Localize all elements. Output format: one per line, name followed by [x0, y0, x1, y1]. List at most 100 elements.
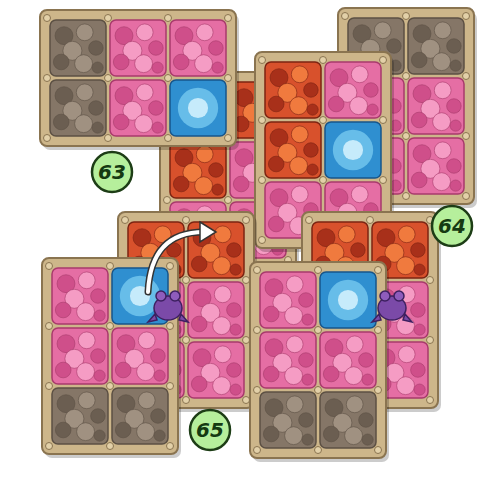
terrain-cell: [260, 272, 316, 328]
pebble: [94, 370, 105, 381]
card-rivet: [320, 117, 327, 124]
pebble: [434, 82, 451, 99]
callout-circle: [92, 152, 132, 192]
pebble: [290, 157, 308, 175]
card-rivet: [375, 387, 382, 394]
pebble: [434, 142, 451, 159]
card-rivet: [44, 135, 51, 142]
pebble: [137, 363, 155, 381]
pebble: [285, 367, 303, 385]
terrain-cell: [265, 62, 321, 118]
card-rivet: [225, 75, 232, 82]
pebble: [447, 39, 462, 54]
pebble: [285, 307, 303, 325]
terrain-cell: [188, 342, 244, 398]
card-rivet: [46, 443, 53, 450]
pebble: [195, 55, 213, 73]
pebble: [450, 120, 461, 131]
pebble: [137, 423, 155, 441]
card-rivet: [183, 337, 190, 344]
pebble: [362, 434, 373, 445]
terrain-cell: [50, 20, 106, 76]
pebble: [263, 426, 279, 442]
pebble: [113, 54, 129, 70]
pebble: [149, 41, 164, 56]
card-frame: [250, 262, 386, 458]
card-rivet: [463, 193, 470, 200]
pebble: [195, 177, 213, 195]
terrain-cell: [110, 20, 166, 76]
pebble: [138, 332, 155, 349]
pebble: [323, 366, 339, 382]
pebble: [299, 293, 314, 308]
pebble: [291, 66, 308, 83]
pebble: [149, 101, 164, 116]
card-shadow: [253, 266, 389, 462]
card-rivet: [315, 387, 322, 394]
pebble: [230, 264, 241, 275]
pebble: [209, 163, 224, 178]
pebble: [346, 336, 363, 353]
terrain-cell: [52, 388, 108, 444]
pebble: [213, 377, 231, 395]
terrain-cell: [320, 392, 376, 448]
frog-leg: [148, 314, 188, 322]
callout-number: 63: [98, 162, 126, 182]
card-rivet: [259, 177, 266, 184]
pebble: [433, 53, 451, 71]
terrain-cell: [320, 332, 376, 388]
water-glow: [338, 290, 358, 310]
card-rivet: [380, 117, 387, 124]
card-rivet: [243, 217, 250, 224]
pebble: [374, 22, 391, 39]
pebble: [362, 374, 373, 385]
frog-eye: [170, 291, 180, 301]
pebble: [291, 186, 308, 203]
card-rivet: [167, 263, 174, 270]
pebble: [136, 24, 153, 41]
pebble: [302, 434, 313, 445]
pebble: [75, 115, 93, 133]
pebble: [94, 310, 105, 321]
pebble: [135, 55, 153, 73]
card-rivet: [105, 15, 112, 22]
pebble: [304, 83, 319, 98]
pebble: [233, 176, 249, 192]
card-rivet: [44, 75, 51, 82]
pebble: [286, 336, 303, 353]
card-rivet: [183, 397, 190, 404]
card-rivet: [254, 387, 261, 394]
card-rivet: [375, 327, 382, 334]
terrain-cell: [320, 272, 376, 328]
terrain-cell: [188, 282, 244, 338]
pebble: [364, 83, 379, 98]
pebble: [414, 264, 425, 275]
card-rivet: [320, 177, 327, 184]
card-rivet: [107, 263, 114, 270]
pebble: [268, 156, 284, 172]
pebble: [268, 216, 284, 232]
card-rivet: [463, 13, 470, 20]
pebble: [411, 303, 426, 318]
pebble: [77, 363, 95, 381]
terrain-cell: [325, 62, 381, 118]
pebble: [89, 101, 104, 116]
terrain-cell: [325, 122, 381, 178]
pebble: [115, 362, 131, 378]
terrain-cell: [110, 80, 166, 136]
pebble: [115, 422, 131, 438]
card-rivet: [259, 57, 266, 64]
pebble: [191, 376, 207, 392]
card-rivet: [46, 323, 53, 330]
card-rivet: [165, 135, 172, 142]
callout-circle: [190, 410, 230, 450]
pebble: [299, 413, 314, 428]
card-rivet: [403, 73, 410, 80]
pebble: [302, 374, 313, 385]
water-glow: [188, 98, 208, 118]
card-rivet: [243, 337, 250, 344]
tile-card: [302, 212, 441, 412]
pebble: [196, 24, 213, 41]
card-shadow: [45, 262, 181, 458]
pebble: [433, 173, 451, 191]
